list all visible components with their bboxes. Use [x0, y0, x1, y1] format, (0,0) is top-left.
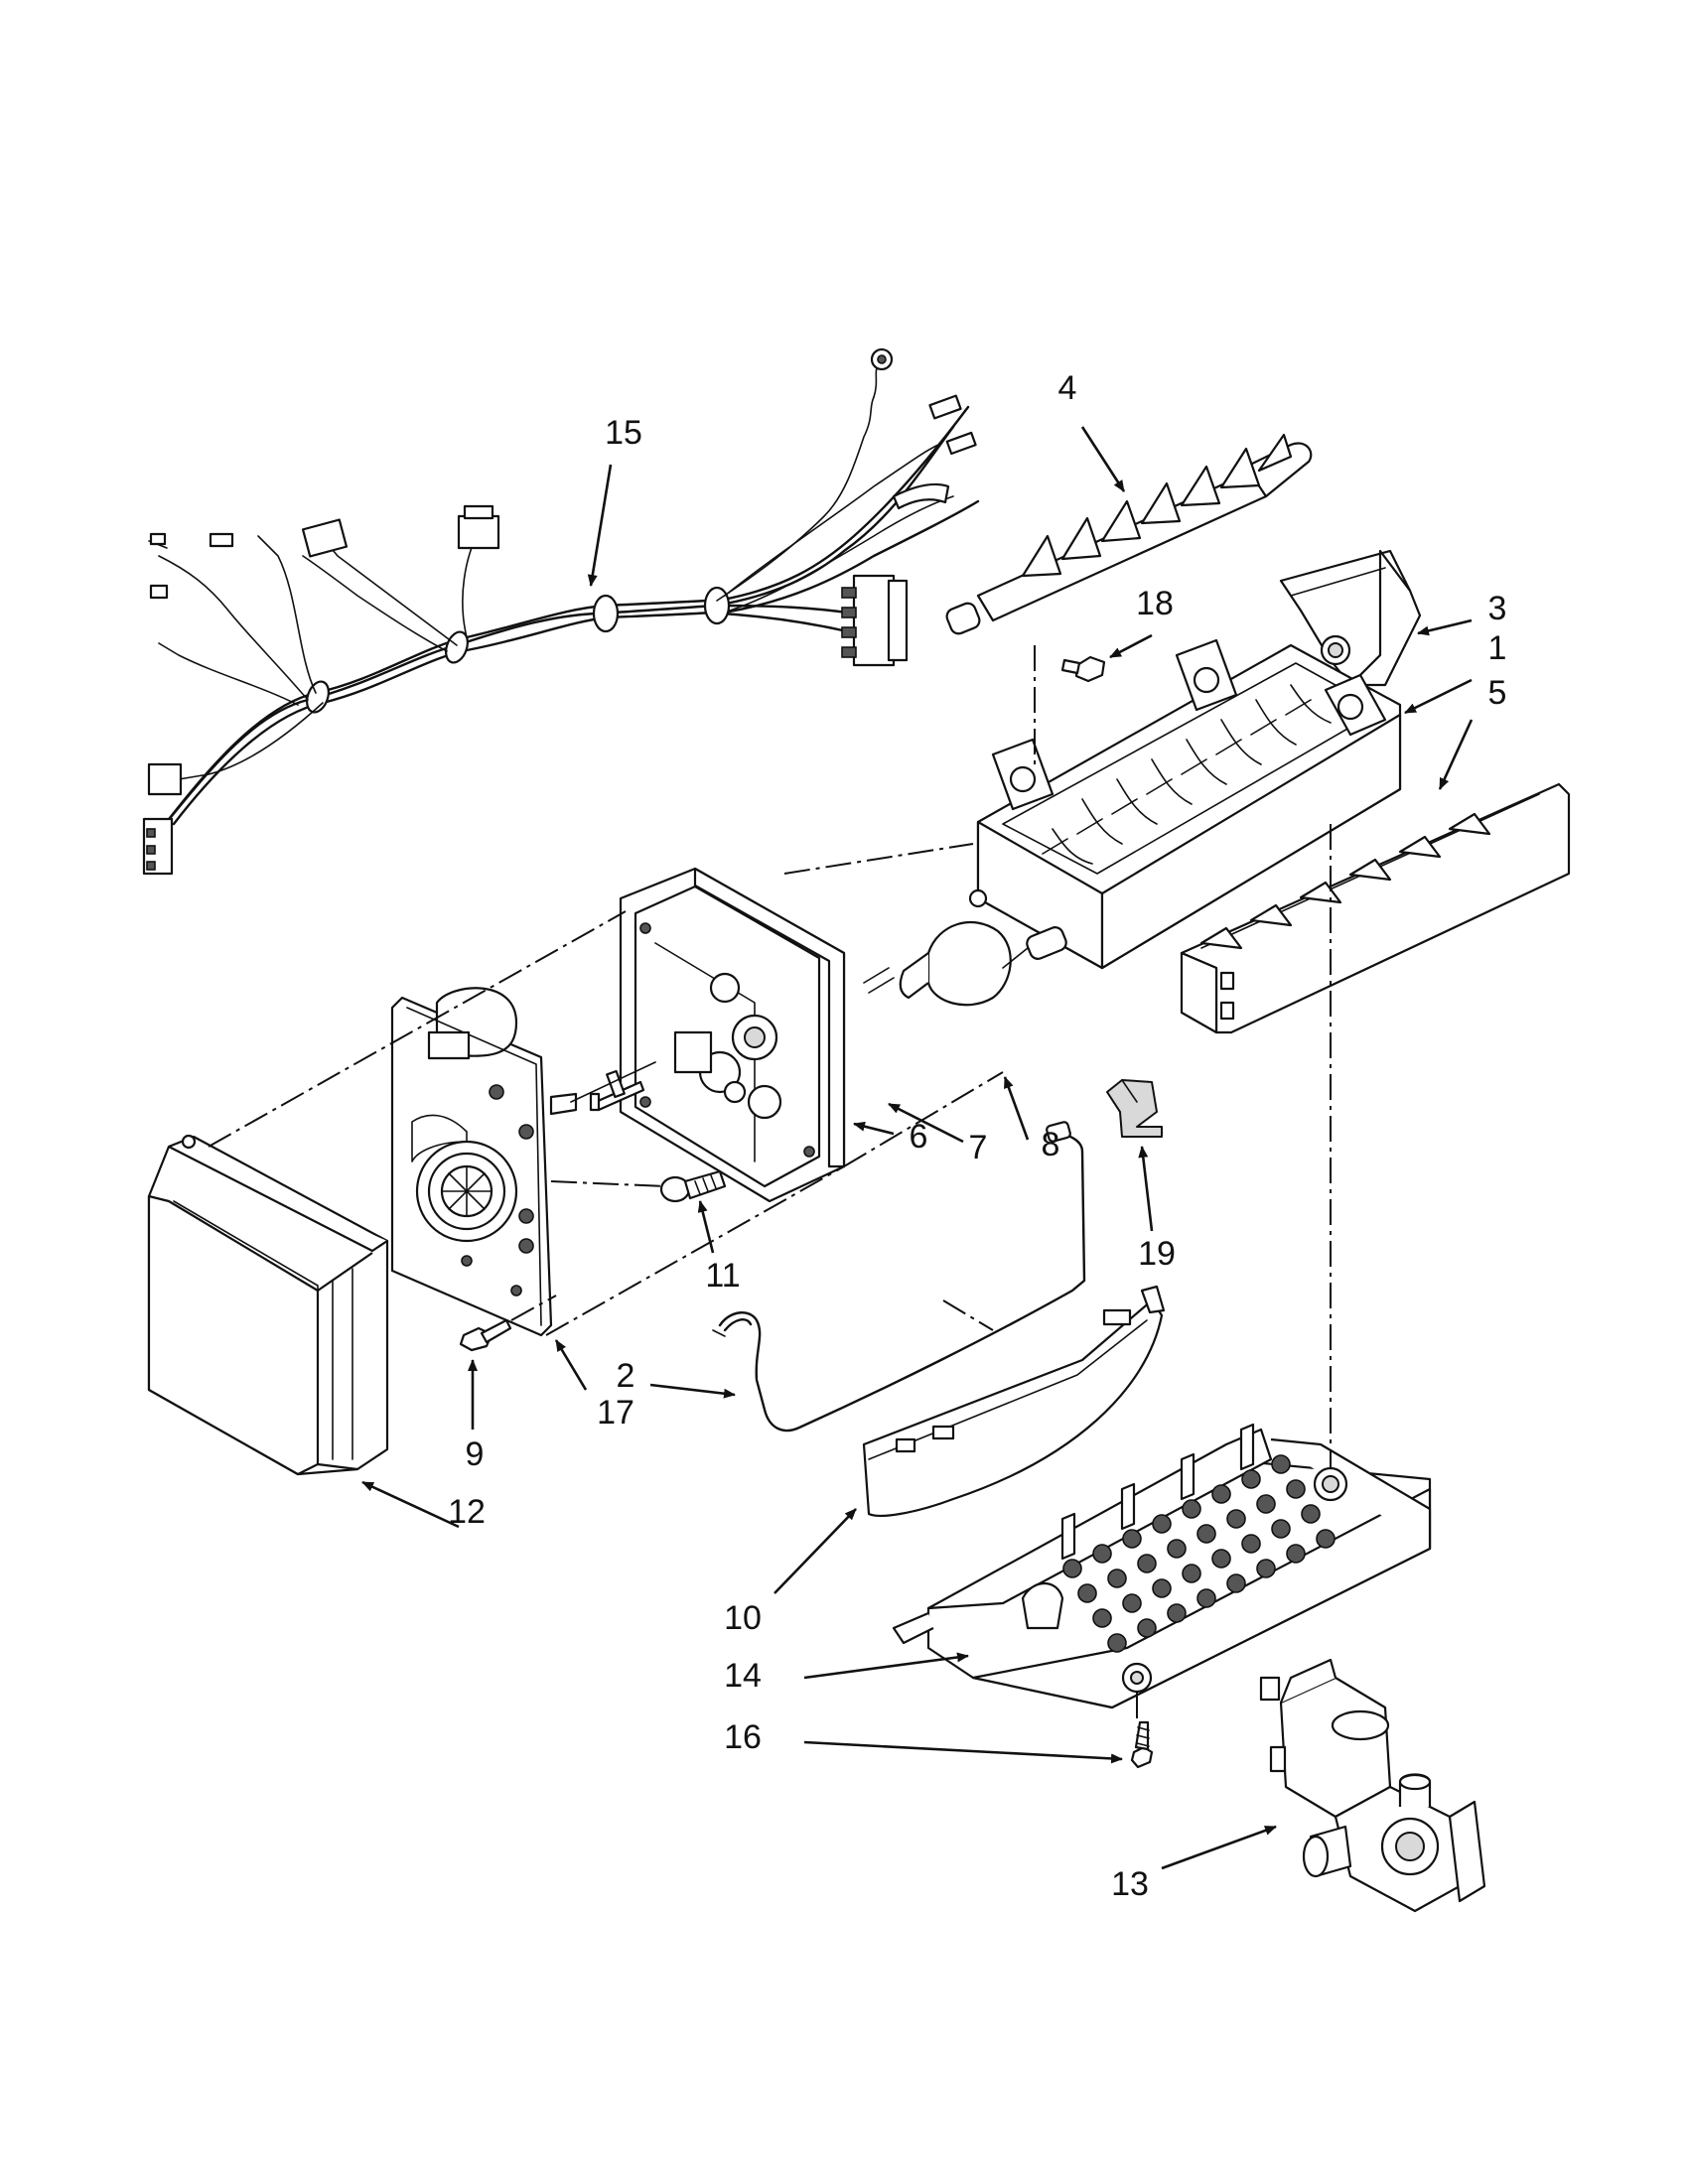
callout-11: 11 — [705, 1257, 740, 1295]
part-water-valve — [1259, 1658, 1486, 1913]
part-stripper — [1180, 782, 1571, 1034]
leader-arrows — [361, 426, 1474, 1870]
callout-6: 6 — [910, 1118, 928, 1156]
callout-labels: 1 2 3 4 5 6 7 8 9 10 11 12 13 14 15 16 1… — [448, 369, 1506, 1903]
part-ejector — [945, 433, 1313, 635]
callout-14: 14 — [724, 1657, 762, 1695]
callout-7: 7 — [969, 1129, 988, 1166]
callout-2: 2 — [617, 1357, 635, 1395]
part-wire-harness — [142, 347, 980, 876]
assembly-guide-lines — [208, 645, 1332, 1722]
callout-5: 5 — [1488, 674, 1507, 712]
callout-3: 3 — [1488, 590, 1507, 627]
part-screw-18 — [1060, 655, 1106, 683]
part-screw-9 — [459, 1318, 512, 1352]
part-water-fill-cup — [1279, 549, 1422, 687]
callout-13: 13 — [1111, 1865, 1149, 1903]
part-front-cover — [147, 1134, 389, 1476]
callout-18: 18 — [1136, 585, 1174, 622]
part-screw-16 — [1130, 1720, 1154, 1769]
callout-15: 15 — [605, 414, 642, 452]
part-clip — [1106, 1079, 1163, 1138]
part-screw-11 — [659, 1169, 727, 1203]
callout-16: 16 — [724, 1718, 762, 1756]
part-thermostat — [863, 888, 1067, 1007]
callout-1: 1 — [1488, 629, 1507, 667]
callout-19: 19 — [1138, 1235, 1176, 1273]
callout-10: 10 — [724, 1599, 762, 1637]
callout-8: 8 — [1042, 1126, 1060, 1163]
callout-9: 9 — [466, 1435, 485, 1473]
part-control-module — [390, 987, 656, 1337]
part-bail-arm — [712, 1121, 1086, 1433]
part-shutoff-plate — [862, 1285, 1166, 1517]
callout-17: 17 — [597, 1394, 634, 1432]
part-thermostat-pins — [589, 1069, 645, 1112]
part-module-housing — [619, 867, 846, 1203]
callout-12: 12 — [448, 1493, 486, 1531]
callout-4: 4 — [1058, 369, 1077, 407]
part-ice-bin — [892, 1423, 1432, 1709]
